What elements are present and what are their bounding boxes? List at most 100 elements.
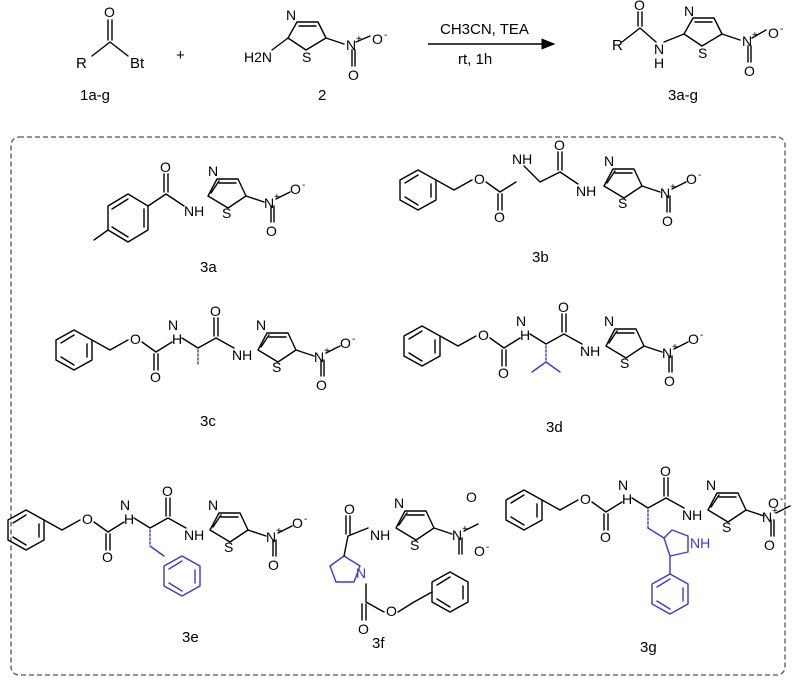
amide-o: O (660, 463, 671, 479)
nitro-minus: - (486, 542, 489, 553)
amide-nh: NH (370, 527, 390, 543)
reagent-2: N S H2N N + O - O 2 (244, 7, 387, 104)
compound-3e: O O N H O NH N S N + O - O 3e (7, 483, 307, 646)
ester-o: O (386, 603, 397, 619)
reaction-arrow: CH3CN, TEA rt, 1h (428, 21, 556, 68)
product-label: 3a-g (668, 87, 698, 104)
ring-n: N (706, 477, 716, 493)
nitro-n: N (452, 527, 462, 543)
bt-group: Bt (130, 55, 145, 72)
nitro-o-minus: O (768, 25, 779, 41)
ring-n: N (208, 163, 218, 179)
carbamate-n: N (168, 317, 178, 333)
ring-s: S (698, 45, 707, 61)
label-3f: 3f (372, 635, 385, 652)
nitro-o-minus: O (340, 335, 351, 351)
atom-o: O (104, 4, 115, 20)
label-3a: 3a (200, 259, 217, 276)
ring-s: S (722, 519, 731, 535)
nitro-n: N (264, 195, 274, 211)
carbamate-h: H (172, 331, 182, 347)
nitro-plus: + (772, 506, 778, 517)
carbonyl-o: O (600, 529, 611, 545)
conditions-bottom: rt, 1h (458, 51, 492, 68)
atom-n: N (286, 7, 296, 23)
nitro-o-minus: O (372, 31, 383, 47)
nitro-o-top: O (466, 489, 477, 505)
amine-group: H2N (244, 49, 272, 65)
compound-3d: O O N H O NH N S N + O - O 3d (403, 299, 703, 436)
amide-o: O (210, 303, 221, 319)
amide-nh: NH (580, 343, 600, 359)
pyrrolidine-n: N (356, 565, 366, 581)
carbamate-n: N (618, 477, 628, 493)
ring-s: S (620, 355, 629, 371)
nitro-o-minus: O (292, 515, 303, 531)
nitro-plus: + (324, 346, 330, 357)
ester-o: O (474, 171, 485, 187)
ring-n: N (604, 153, 614, 169)
nitro-o-minus: O (768, 495, 779, 511)
ester-o: O (580, 491, 591, 507)
compound-frame (10, 136, 786, 676)
amide-nh: NH (682, 507, 702, 523)
nitro-o-minus: O (474, 543, 485, 559)
label-3e: 3e (182, 629, 199, 646)
reagent-1: O R Bt 1a-g (76, 4, 145, 104)
ester-o: O (130, 331, 141, 347)
carbonyl-o: O (102, 549, 113, 565)
nitro-minus: - (302, 180, 305, 191)
nitro-minus: - (352, 334, 355, 345)
label-3g: 3g (640, 639, 657, 656)
atom-o: O (634, 0, 645, 13)
product-general: O R N H N S N + O - O 3a-g (612, 0, 783, 104)
ring-n: N (394, 495, 404, 511)
nitro-o: O (764, 537, 775, 553)
nitro-n: N (742, 33, 752, 49)
carbonyl-o: O (494, 209, 505, 225)
compound-3c: O O N H O NH N S N + O - O 3c (55, 303, 355, 430)
r-group: R (612, 37, 623, 54)
amide-o: O (162, 483, 173, 499)
plus-sign: + (176, 47, 185, 64)
ring-n: N (208, 497, 218, 513)
nitro-plus: + (672, 342, 678, 353)
ring-n: N (604, 313, 614, 329)
carbamate-h: H (622, 491, 632, 507)
nitro-plus: + (274, 192, 280, 203)
nitro-plus: + (670, 182, 676, 193)
nitro-n: N (266, 529, 276, 545)
ring-s: S (224, 539, 233, 555)
nitro-o-minus: O (290, 181, 301, 197)
nitro-o-minus: O (686, 171, 697, 187)
indole-nh: NH (690, 535, 710, 551)
ring-s: S (222, 205, 231, 221)
nitro-n: N (762, 509, 772, 525)
atom-o: O (160, 159, 171, 175)
nitro-plus: + (752, 30, 758, 41)
carbonyl-o: O (150, 369, 161, 385)
ester-o: O (82, 511, 93, 527)
nitro-n: N (660, 185, 670, 201)
ring-s: S (272, 359, 281, 375)
label-3b: 3b (532, 249, 549, 266)
nitro-o: O (316, 377, 327, 393)
nitro-o-minus: O (688, 331, 699, 347)
carbamate-h: H (124, 511, 134, 527)
nitro-n: N (314, 349, 324, 365)
ring-n: N (256, 317, 266, 333)
amide-nh: NH (184, 527, 204, 543)
amide-o: O (554, 137, 565, 153)
nitro-minus: - (384, 30, 387, 41)
nitro-minus: - (304, 514, 307, 525)
carbonyl-o: O (358, 621, 369, 637)
ring-s: S (410, 537, 419, 553)
ring-n: N (684, 3, 694, 19)
r-group: R (76, 55, 87, 72)
compound-3g: O O N H NH O NH N S N + O - O 3g (505, 463, 791, 656)
amide-n: N (654, 41, 664, 57)
reagent-1-label: 1a-g (80, 87, 110, 104)
amide-nh: NH (184, 203, 204, 219)
carbamate-n: N (120, 497, 130, 513)
